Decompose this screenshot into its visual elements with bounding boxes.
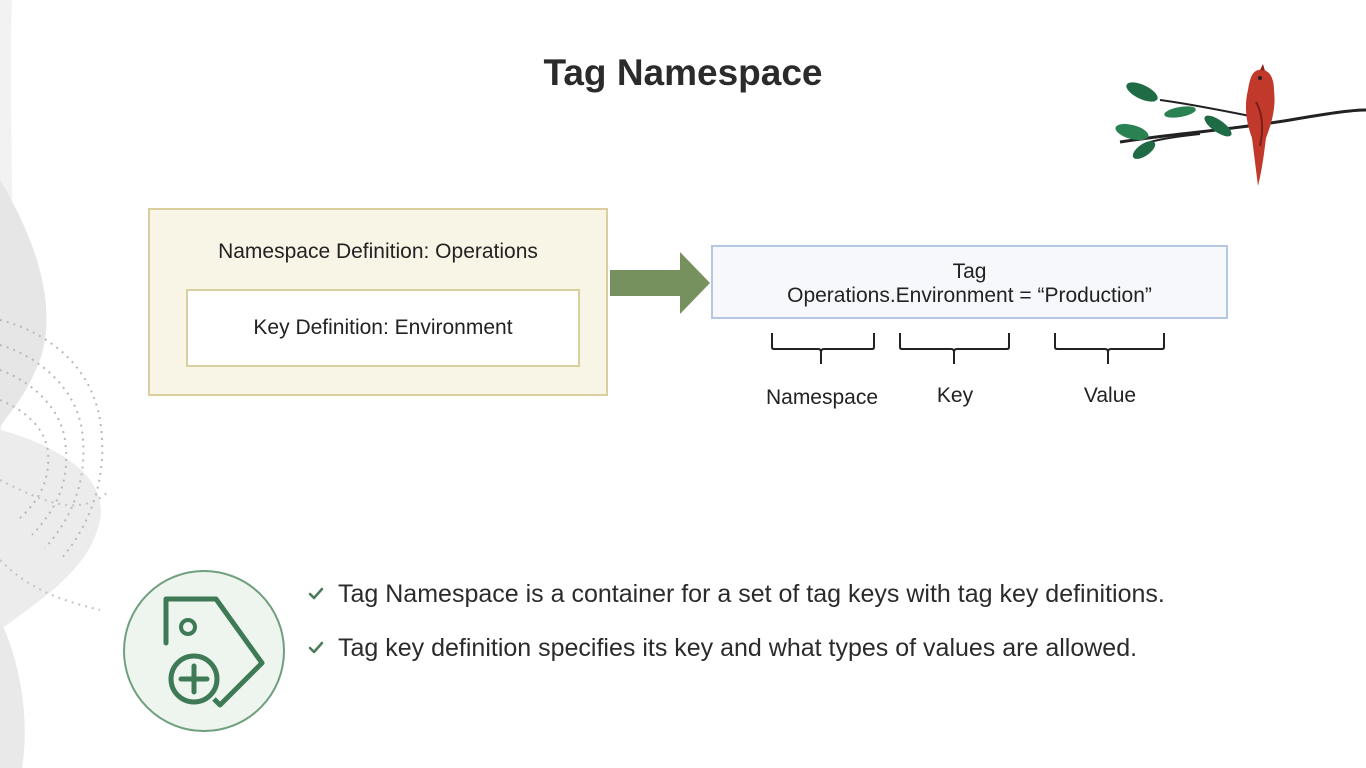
namespace-definition-label: Namespace Definition: Operations	[218, 240, 538, 263]
bullet-text: Tag key definition specifies its key and…	[338, 633, 1138, 662]
value-brace	[1054, 333, 1165, 364]
bullet-list: Tag Namespace is a container for a set o…	[306, 576, 1306, 684]
value-part-label: Value	[1083, 384, 1137, 407]
key-definition-box: Key Definition: Environment	[186, 289, 580, 367]
slide-title: Tag Namespace	[543, 52, 823, 93]
right-arrow-icon	[610, 252, 710, 314]
namespace-brace	[771, 333, 875, 364]
tag-heading: Tag	[952, 260, 987, 283]
bullet-text: Tag Namespace is a container for a set o…	[338, 579, 1165, 608]
bird-on-branch-icon	[1115, 64, 1366, 186]
bullet-item: Tag key definition specifies its key and…	[306, 630, 1306, 666]
part-braces	[771, 333, 1165, 364]
key-definition-label: Key Definition: Environment	[253, 316, 513, 339]
tag-expression: Operations.Environment = “Production”	[787, 284, 1152, 307]
namespace-part-label: Namespace	[765, 386, 879, 409]
tag-add-icon	[123, 570, 285, 732]
namespace-definition-box: Namespace Definition: Operations Key Def…	[148, 208, 608, 396]
bullet-item: Tag Namespace is a container for a set o…	[306, 576, 1306, 612]
check-icon	[308, 587, 324, 600]
key-brace	[899, 333, 1010, 364]
check-icon	[308, 641, 324, 654]
tag-example-box: Tag Operations.Environment = “Production…	[711, 245, 1228, 319]
key-part-label: Key	[936, 384, 974, 407]
left-decoration	[0, 0, 111, 768]
